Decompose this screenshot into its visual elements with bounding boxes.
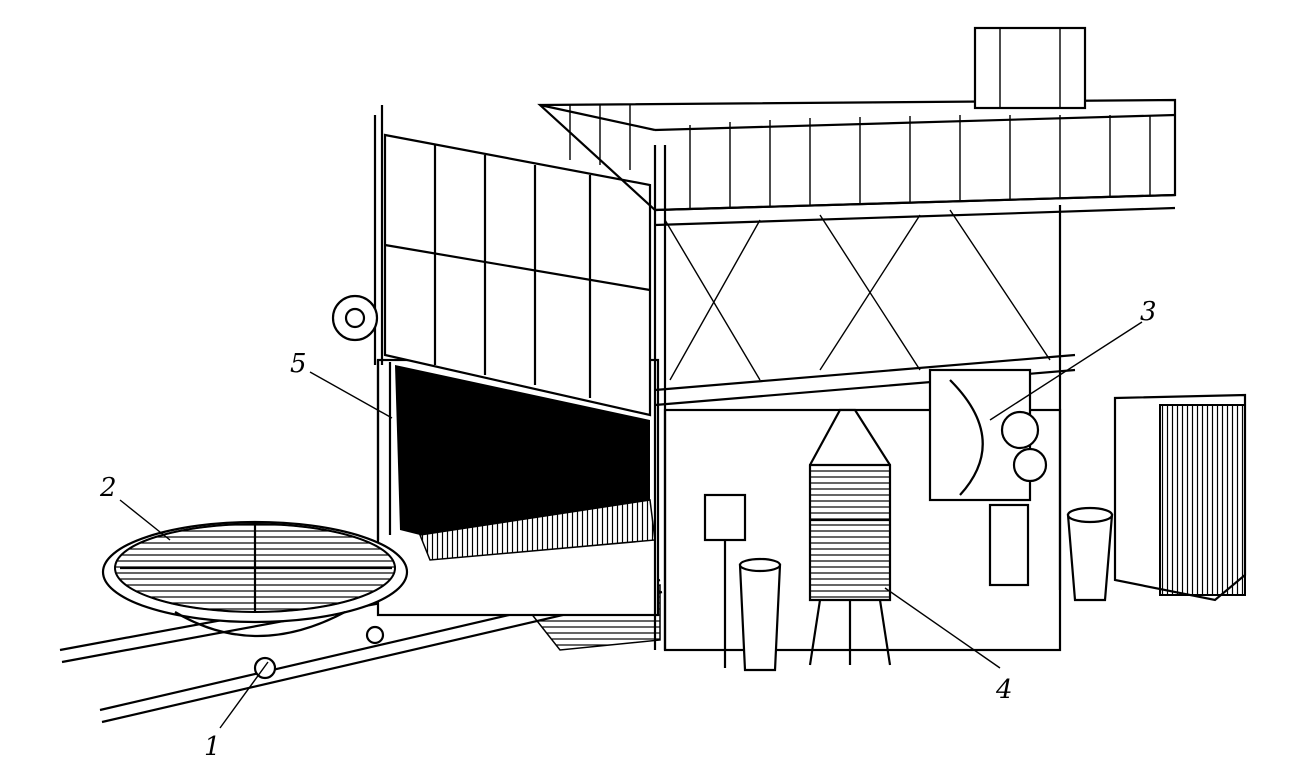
callout-label-1: 1 [204, 732, 221, 762]
control-unit [928, 368, 1048, 587]
callout-label-2: 2 [99, 473, 117, 503]
lifting-door [331, 105, 652, 417]
furnace-chamber [376, 358, 660, 617]
furnace-opening [395, 365, 650, 535]
callout-label-4: 4 [995, 675, 1013, 705]
upper-platform [537, 26, 1177, 227]
electrical-cabinet [1113, 393, 1247, 602]
support-frame [653, 145, 1076, 652]
leader-lines [119, 321, 1143, 729]
turntable-bogie [101, 520, 409, 680]
quench-pots [703, 493, 1114, 672]
callout-label-3: 3 [1140, 297, 1157, 327]
generator-column [808, 408, 892, 666]
callout-label-5: 5 [290, 349, 307, 379]
